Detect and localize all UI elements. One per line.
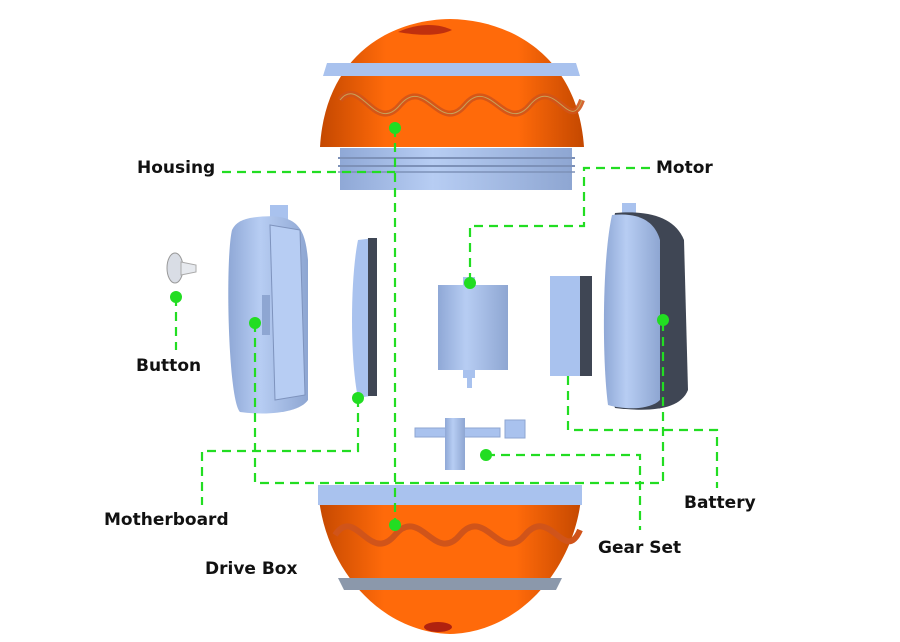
leader-drive-box bbox=[253, 320, 665, 485]
dot-housing-bottom bbox=[389, 519, 401, 531]
top-band bbox=[323, 63, 580, 76]
motherboard-casing bbox=[228, 205, 308, 414]
label-battery: Battery bbox=[684, 493, 756, 513]
bottom-band-top bbox=[318, 485, 582, 505]
dot-drive-box bbox=[352, 392, 364, 404]
dot-motor bbox=[464, 277, 476, 289]
motor-part bbox=[438, 277, 508, 388]
bottom-band-grey bbox=[338, 578, 562, 590]
dot-button bbox=[170, 291, 182, 303]
top-thread-ring bbox=[340, 148, 572, 190]
gear-set-part bbox=[414, 418, 526, 470]
label-motor: Motor bbox=[656, 158, 713, 178]
bottom-housing bbox=[318, 485, 583, 634]
bottom-dome bbox=[318, 485, 582, 634]
dot-gear-set bbox=[480, 449, 492, 461]
top-housing bbox=[320, 19, 585, 190]
leader-battery bbox=[566, 376, 719, 488]
top-dome bbox=[320, 19, 584, 147]
right-casing bbox=[603, 203, 688, 410]
label-button: Button bbox=[136, 356, 202, 376]
dot-motherboard bbox=[249, 317, 261, 329]
dot-battery bbox=[657, 314, 669, 326]
label-motherboard: Motherboard bbox=[104, 510, 229, 530]
dot-housing-top bbox=[389, 122, 401, 134]
label-drive-box: Drive Box bbox=[205, 559, 298, 579]
battery-part bbox=[550, 276, 592, 376]
button-part bbox=[166, 252, 197, 284]
leader-motor bbox=[468, 166, 650, 283]
leader-gear-set bbox=[486, 453, 642, 530]
label-housing: Housing bbox=[137, 158, 216, 178]
leader-lines bbox=[174, 128, 719, 530]
label-gear-set: Gear Set bbox=[598, 538, 682, 558]
drive-box-plate bbox=[352, 238, 377, 398]
